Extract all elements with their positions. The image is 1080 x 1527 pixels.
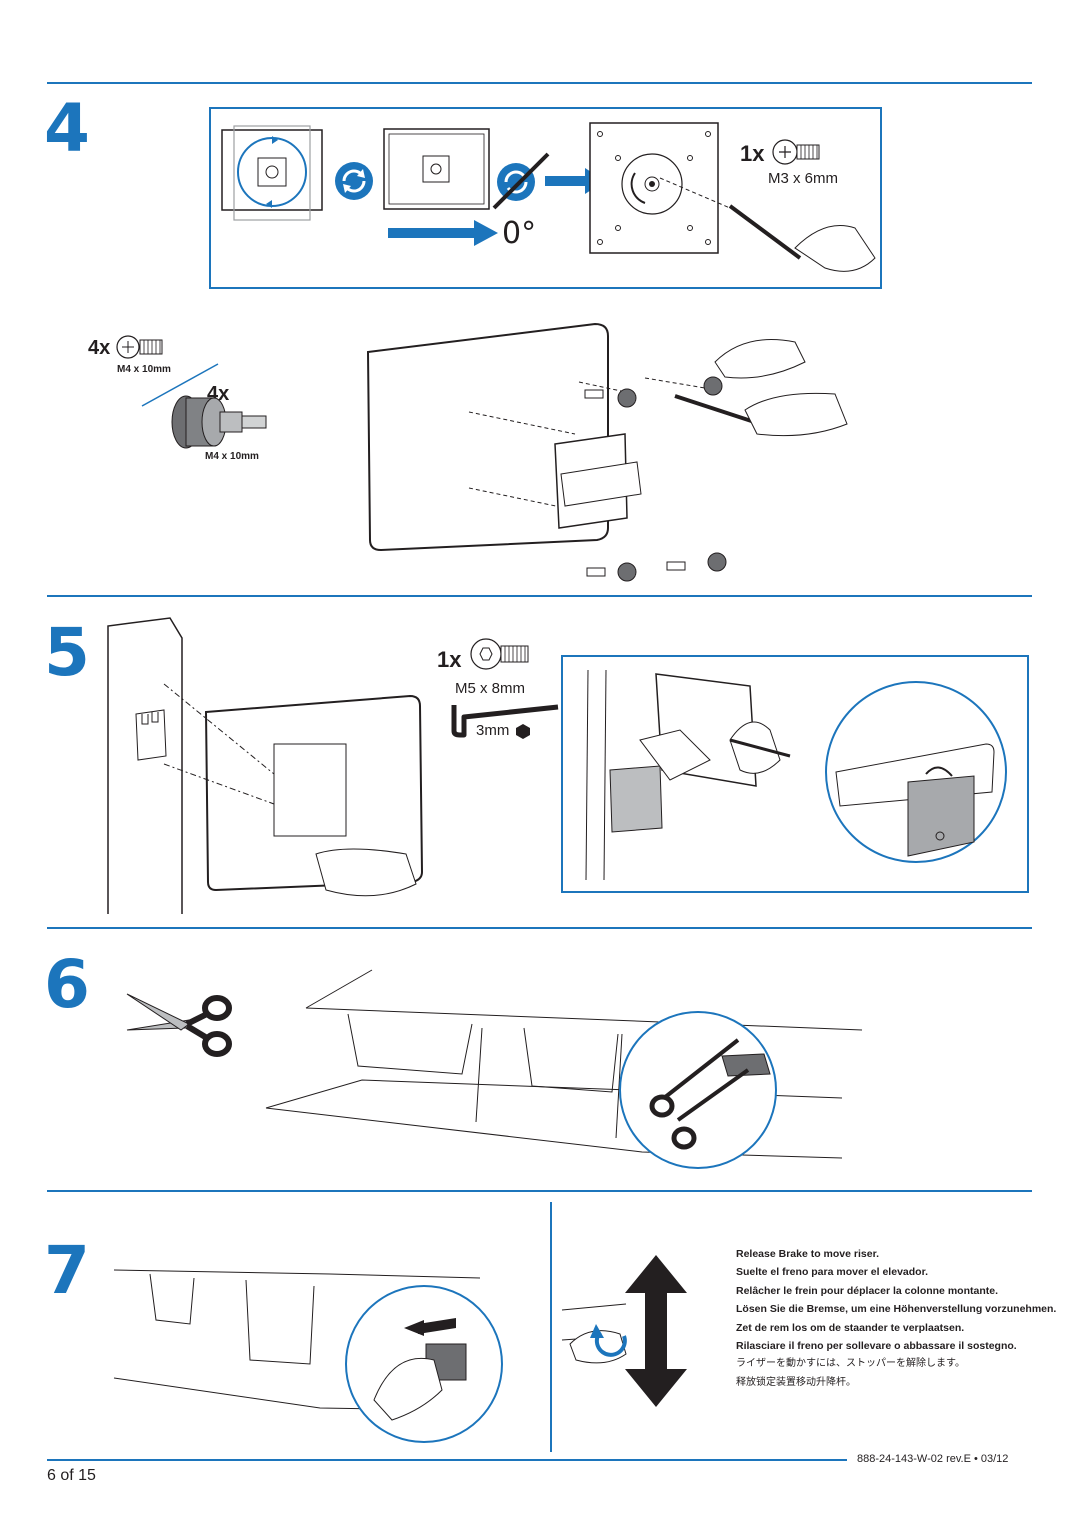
scissors-icon — [126, 993, 232, 1057]
brake-instructions: Release Brake to move riser. Suelte el f… — [736, 1245, 1056, 1392]
no-rotate-icon — [492, 152, 550, 210]
screw-icon-b — [116, 335, 163, 359]
instruction-it: Rilasciare il freno per sollevare o abba… — [736, 1340, 1017, 1353]
scissors-cut-detail-circle — [619, 1011, 777, 1169]
step-number-4: 4 — [44, 90, 90, 167]
screw-icon — [772, 139, 820, 165]
section-divider-6 — [47, 927, 1032, 929]
desk-underside-cut-illustration — [265, 969, 863, 1159]
hex-key-icon — [451, 704, 559, 738]
riser-move-illustration — [561, 1303, 627, 1364]
brake-lever-detail-circle — [345, 1285, 503, 1443]
screw-icon-5 — [470, 638, 529, 670]
divider-slash — [141, 363, 219, 407]
riser-monitor-mount-illustration — [107, 617, 424, 914]
instruction-fr: Relâcher le frein pour déplacer la colon… — [736, 1284, 998, 1297]
hex-key-size-label: 3mm — [476, 722, 510, 739]
monitor-front-illustration — [383, 128, 490, 210]
instruction-en: Release Brake to move riser. — [736, 1248, 880, 1260]
monitor-rotate-illustration — [221, 125, 323, 221]
instruction-nl: Zet de rem los om de staander te verplaa… — [736, 1321, 965, 1334]
bracket-attach-illustration — [585, 669, 791, 881]
screw-qty-label-5: 1x — [437, 647, 462, 672]
long-arrow-right-icon — [388, 220, 498, 246]
monitor-back-exploded-illustration — [366, 322, 848, 582]
screw-qty-label-b: 4x — [88, 337, 111, 359]
page-number: 6 of 15 — [47, 1467, 96, 1484]
screw-size-label-5: M5 x 8mm — [455, 680, 526, 697]
step-number-5: 5 — [44, 614, 90, 691]
instruction-zh: 释放锁定装置移动升降杆。 — [736, 1376, 856, 1388]
knob-size-label: M4 x 10mm — [205, 451, 259, 462]
rotation-angle-label: 0° — [502, 216, 537, 251]
footer-rule — [47, 1459, 847, 1461]
screw-size-label-b: M4 x 10mm — [117, 364, 171, 375]
doc-code: 888-24-143-W-02 rev.E • 03/12 — [857, 1453, 1009, 1465]
section-divider-7 — [47, 1190, 1032, 1192]
hex-icon — [516, 724, 530, 739]
zoom-detail-circle — [825, 681, 1007, 863]
step4-rotation-panel — [209, 107, 882, 289]
step-number-7: 7 — [44, 1232, 90, 1309]
thumb-knob-icon — [171, 395, 267, 449]
screw-qty-label: 1x — [740, 141, 765, 166]
step5-detail-panel — [561, 655, 1029, 893]
vertical-divider — [550, 1202, 552, 1452]
instruction-de: Lösen Sie die Bremse, um eine Höhenverst… — [736, 1303, 1057, 1316]
instruction-ja: ライザーを動かすには、ストッパーを解除します。 — [736, 1358, 965, 1370]
instruction-es: Suelte el freno para mover el elevador. — [736, 1266, 928, 1279]
screw-size-label: M3 x 6mm — [768, 170, 839, 187]
rotate-icon — [335, 162, 373, 200]
section-divider-top — [47, 82, 1032, 84]
vesa-plate-illustration — [589, 122, 876, 272]
step-number-6: 6 — [44, 946, 90, 1023]
section-divider-5 — [47, 595, 1032, 597]
up-down-arrow-icon — [625, 1255, 687, 1407]
